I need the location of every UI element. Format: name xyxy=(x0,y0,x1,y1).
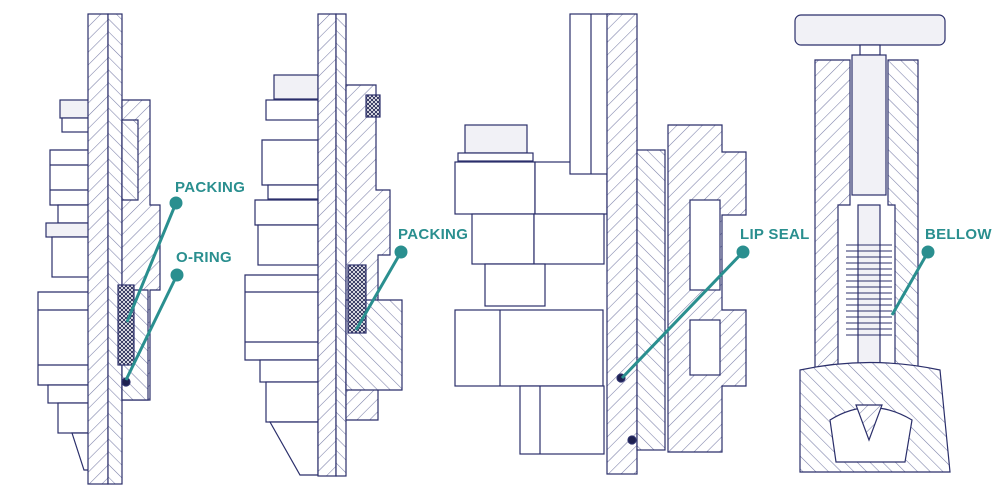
leader-lip-seal xyxy=(620,250,745,380)
valve-2-packing xyxy=(244,13,403,477)
label-packing-2: PACKING xyxy=(398,226,469,243)
leader-dot-oring xyxy=(170,268,184,282)
callout-leaders xyxy=(124,196,935,381)
leader-dot-packing-2 xyxy=(394,245,408,259)
valve-4-bellow xyxy=(794,14,951,473)
leader-dot-packing-1 xyxy=(169,196,183,210)
label-bellow: BELLOW xyxy=(925,226,992,243)
label-packing-1: PACKING xyxy=(175,179,246,196)
valve-3-lip-seal xyxy=(454,13,747,475)
label-oring: O-RING xyxy=(176,249,232,266)
leader-dot-bellow xyxy=(921,245,935,259)
leader-oring xyxy=(124,274,179,381)
leader-bellow xyxy=(890,251,930,316)
label-lip-seal: LIP SEAL xyxy=(740,226,810,243)
leader-dot-lip-seal xyxy=(736,245,750,259)
valve-1-packing-oring xyxy=(37,13,161,485)
leader-packing-1 xyxy=(125,202,178,323)
leader-packing-2 xyxy=(354,251,403,331)
bellows-coil xyxy=(846,244,892,336)
